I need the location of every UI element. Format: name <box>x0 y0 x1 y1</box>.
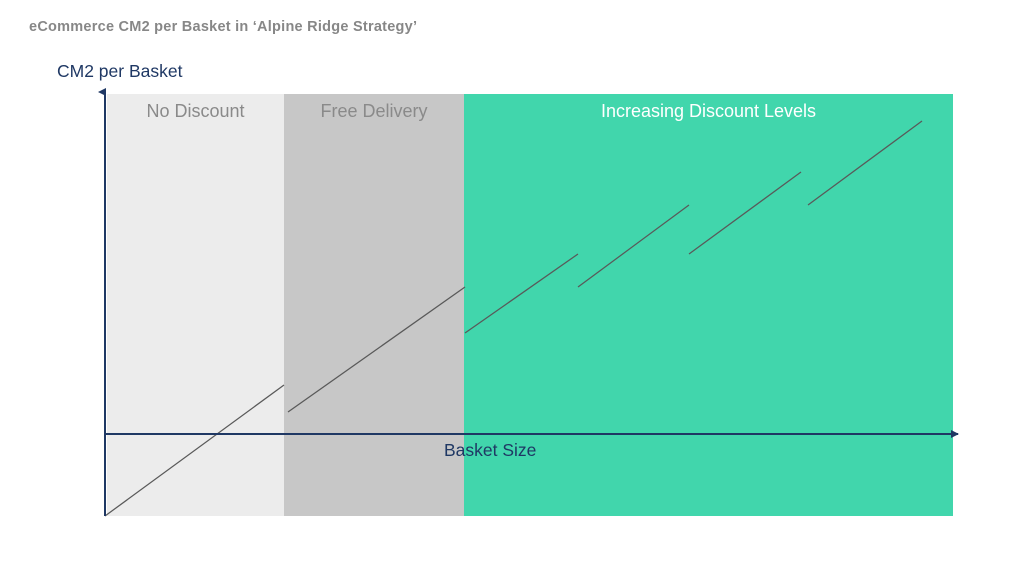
band-label-no-discount: No Discount <box>146 101 245 121</box>
y-axis-title: CM2 per Basket <box>57 61 183 81</box>
band-label-increasing-discount-levels: Increasing Discount Levels <box>600 101 817 121</box>
x-axis-title: Basket Size <box>444 440 537 460</box>
page-title: eCommerce CM2 per Basket in ‘Alpine Ridg… <box>29 19 418 35</box>
band-increasing-discount-levels <box>464 94 953 516</box>
band-label-free-delivery: Free Delivery <box>320 101 428 121</box>
band-free-delivery <box>284 94 464 516</box>
band-no-discount <box>107 94 284 516</box>
